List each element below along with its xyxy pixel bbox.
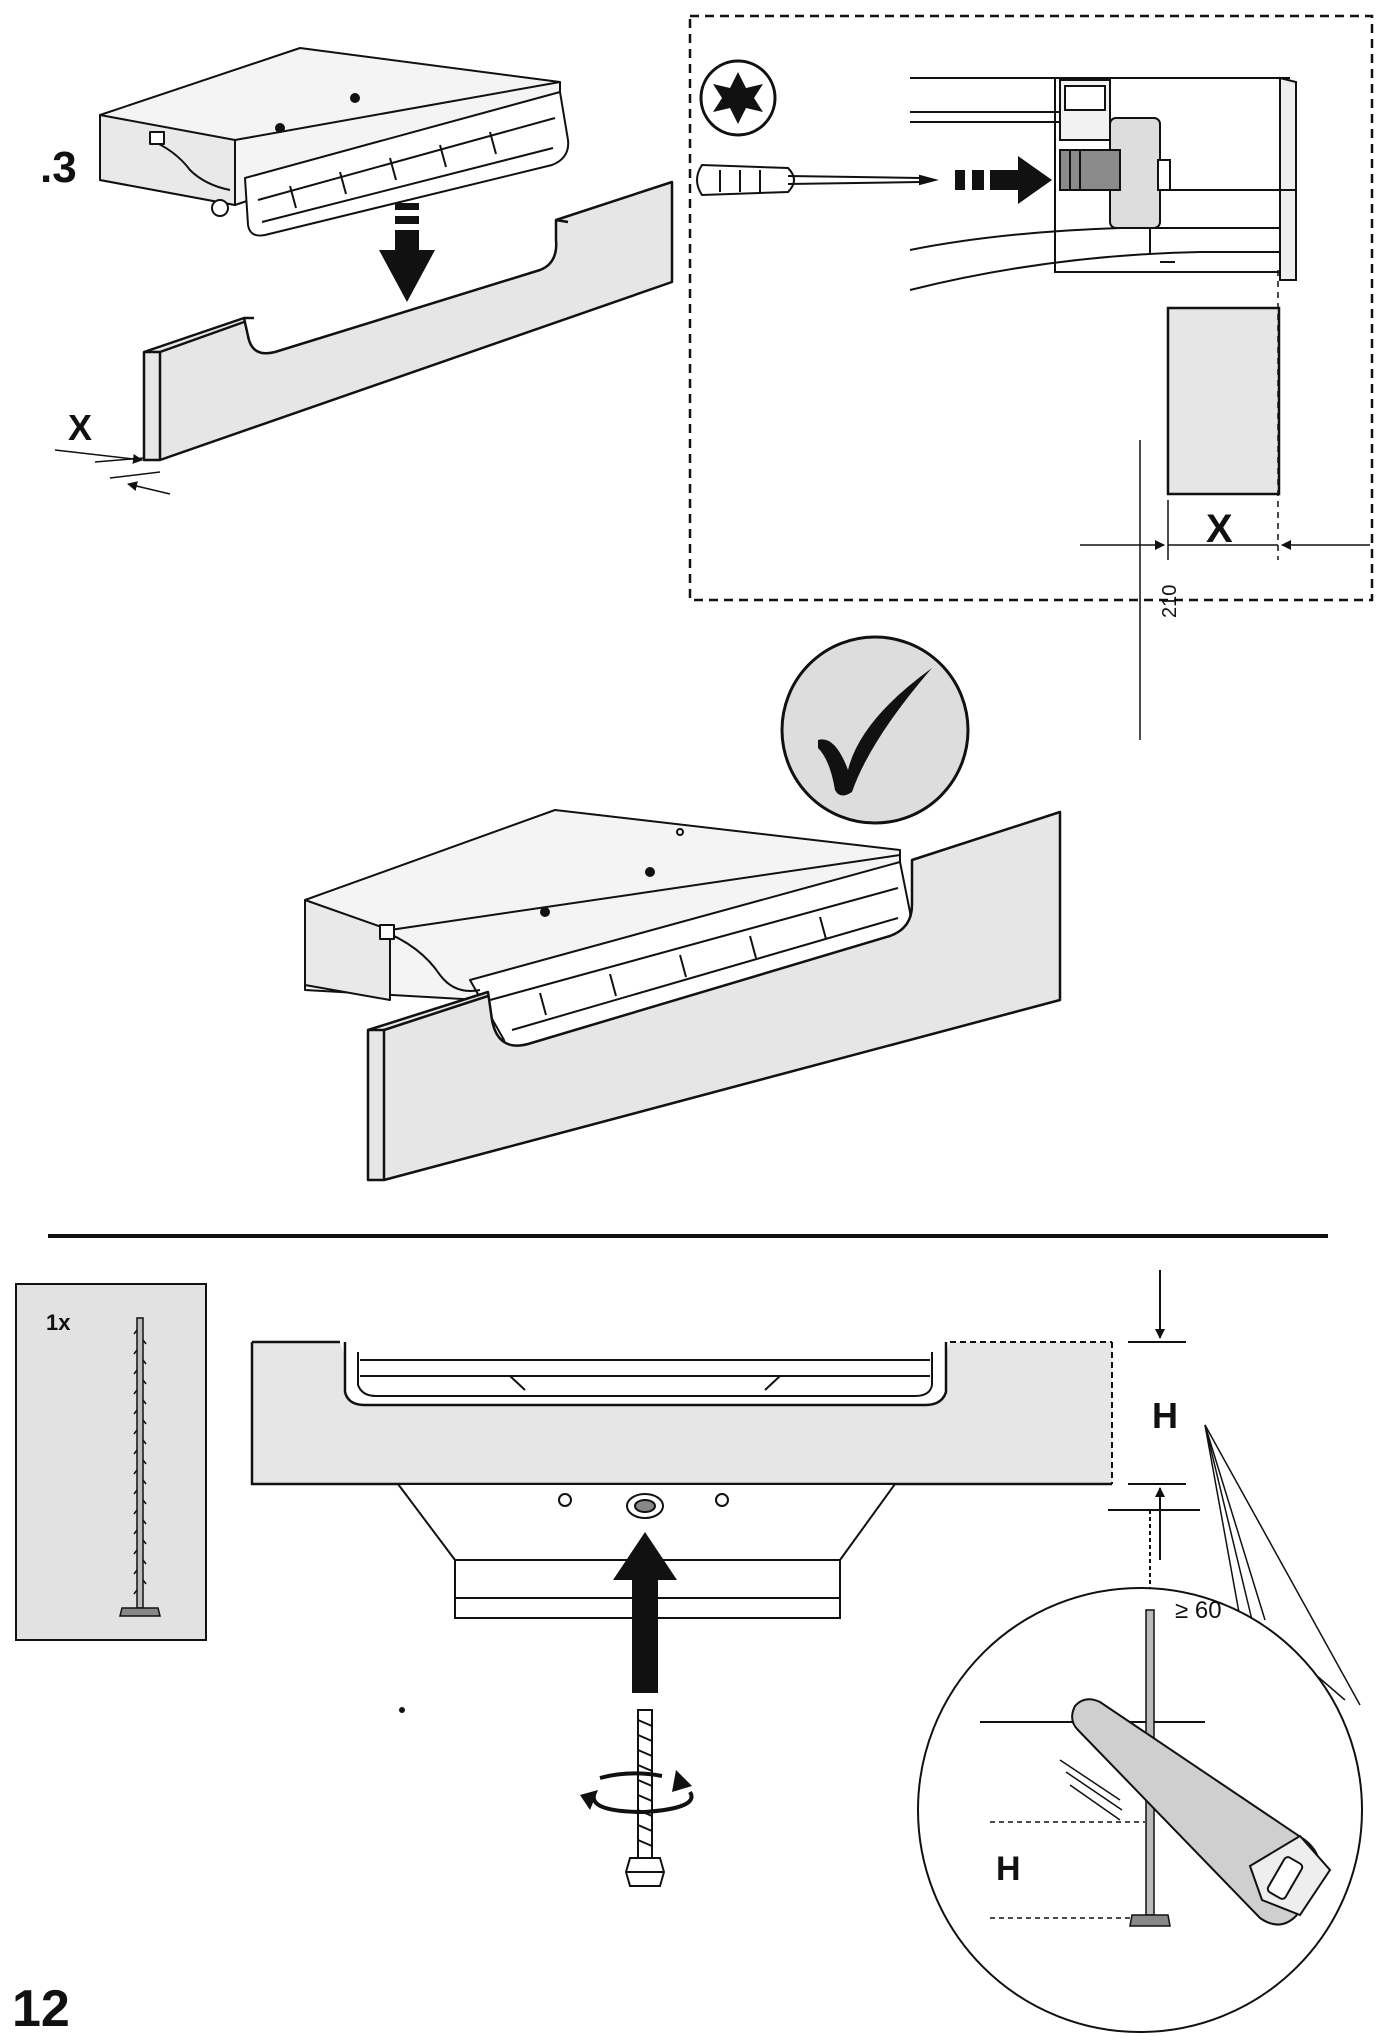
h-label-zoom: H [996,1850,1021,1888]
screw-with-rotation [624,1709,666,1887]
zoom-detail-circle [917,1587,1363,2033]
hood-unit-top [99,47,570,237]
detail-x-dimension [1080,440,1370,740]
h-label-top: H [1152,1395,1178,1436]
plinth-panel-assembled [366,810,1062,1182]
panel-bottom-view [250,1340,1113,1486]
screwdriver [696,163,939,197]
plinth-panel-top [142,180,674,462]
push-arrow [955,156,1052,204]
quantity-label: 1x [46,1310,71,1335]
x-label-left: X [68,407,92,448]
min-length-label: ≥ 60 [1175,1597,1222,1624]
parts-box [15,1283,207,1641]
h-dimension [1108,1270,1200,1610]
long-screw-part [119,1317,161,1617]
x-label-right: X [1206,507,1233,551]
detail-inset-box [688,14,1374,602]
assembled-unit [304,809,912,1052]
rotate-arrow-icon [580,1770,694,1815]
insert-screw-arrow [613,1532,677,1693]
checkmark-icon [780,635,970,825]
thickness-dimension [54,449,171,495]
page-number: 12 [12,1980,70,2038]
torx-star-icon [699,59,777,137]
bracket-detail [909,76,1297,291]
stray-mark [399,1707,405,1713]
lowering-arrow [379,203,435,302]
step-fragment: .3 [40,143,77,192]
detail-panel [1166,306,1281,496]
dimension-210: 210 [1159,585,1181,618]
